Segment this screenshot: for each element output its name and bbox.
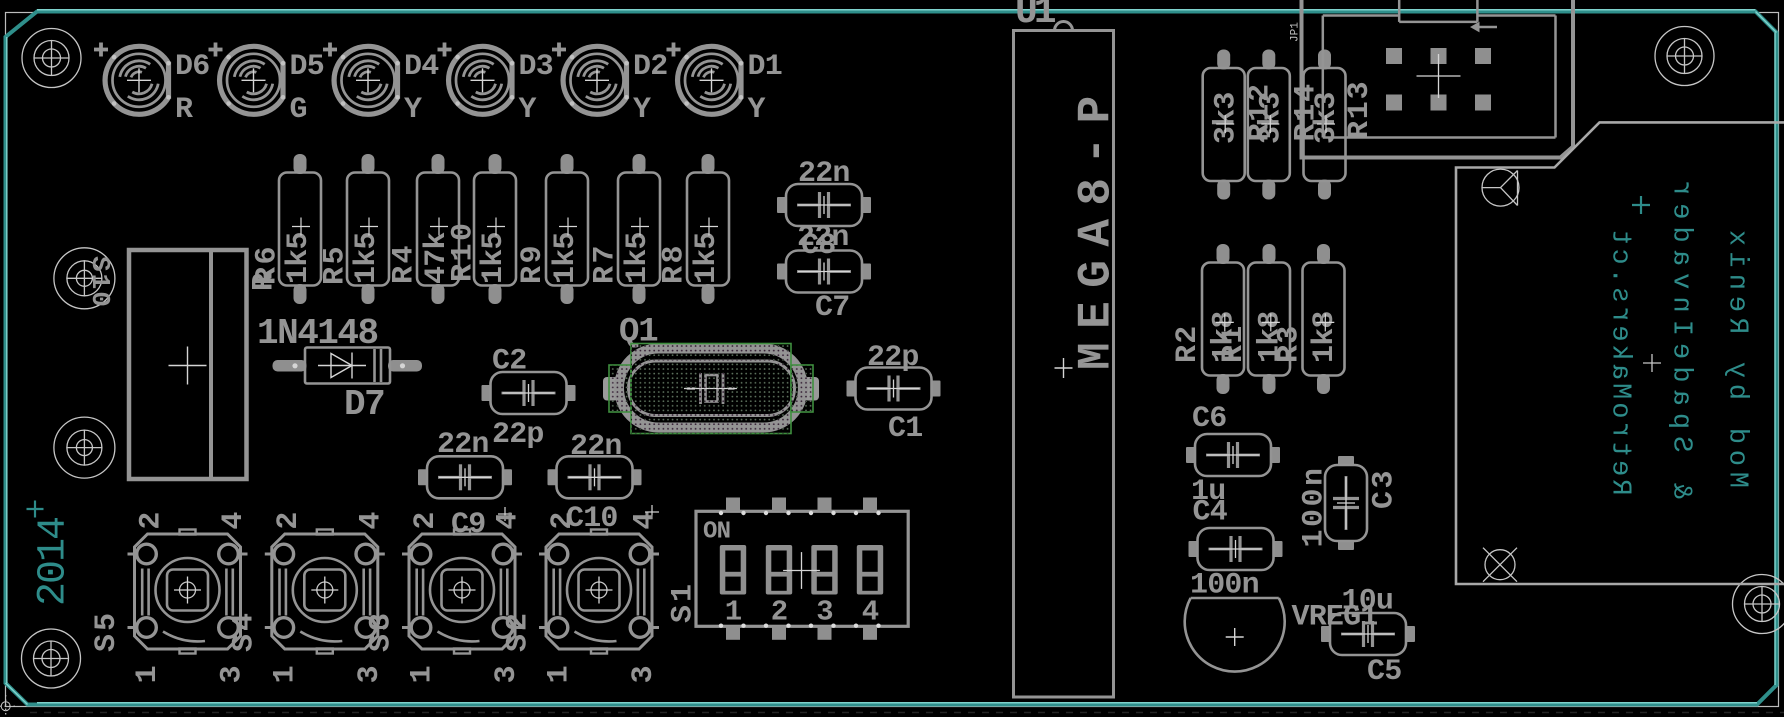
svg-text:1k5: 1k5 [350, 232, 384, 284]
svg-text:4: 4 [629, 512, 663, 530]
svg-text:3k3: 3k3 [1209, 92, 1243, 144]
svg-text:1u: 1u [1191, 475, 1225, 509]
svg-text:Mod by Renix: Mod by Renix [1721, 224, 1751, 488]
svg-text:Y: Y [404, 93, 422, 127]
svg-text:& SpadeInvader: & SpadeInvader [1665, 173, 1695, 499]
svg-text:S2: S2 [502, 610, 536, 652]
svg-text:R5: R5 [319, 244, 353, 285]
svg-text:R10: R10 [447, 220, 481, 282]
svg-text:47k: 47k [420, 232, 454, 284]
svg-text:2: 2 [546, 512, 580, 529]
svg-text:4: 4 [354, 512, 388, 530]
svg-text:D7: D7 [344, 384, 384, 425]
svg-text:1k5: 1k5 [282, 232, 316, 284]
svg-text:4: 4 [492, 512, 526, 530]
svg-text:R: R [175, 93, 193, 127]
svg-text:3: 3 [816, 596, 833, 629]
svg-text:ON: ON [703, 519, 730, 546]
svg-text:2014: 2014 [32, 518, 77, 606]
svg-text:S1: S1 [667, 581, 701, 623]
svg-text:C4: C4 [1193, 496, 1228, 530]
svg-text:3: 3 [216, 666, 250, 683]
svg-text:R: R [248, 270, 282, 291]
svg-text:C1: C1 [888, 412, 922, 446]
svg-text:4: 4 [862, 596, 879, 629]
svg-text:3k3: 3k3 [1310, 92, 1344, 144]
svg-text:1k5: 1k5 [690, 232, 724, 284]
svg-text:3: 3 [353, 666, 387, 683]
svg-text:R12: R12 [1244, 82, 1278, 141]
svg-text:Y: Y [519, 93, 537, 127]
svg-text:JP1: JP1 [1290, 22, 1302, 42]
svg-text:U1: U1 [1015, 0, 1056, 34]
svg-text:3: 3 [490, 666, 524, 683]
svg-text:2: 2 [272, 512, 306, 529]
svg-text:R13: R13 [1343, 80, 1377, 139]
svg-text:VREG1: VREG1 [1292, 601, 1378, 635]
svg-text:R8: R8 [658, 243, 692, 284]
svg-text:S4: S4 [227, 610, 261, 652]
svg-text:3k3: 3k3 [1254, 92, 1288, 144]
svg-text:C5: C5 [1367, 655, 1401, 689]
svg-text:1k5: 1k5 [477, 232, 511, 284]
svg-text:1: 1 [543, 666, 577, 683]
svg-text:R2: R2 [1171, 324, 1205, 363]
svg-text:22n: 22n [437, 428, 489, 462]
svg-text:22p: 22p [867, 341, 919, 375]
svg-text:22p: 22p [492, 418, 544, 452]
svg-text:R3: R3 [1273, 324, 1307, 363]
svg-text:S3: S3 [365, 610, 399, 652]
svg-text:1: 1 [725, 596, 742, 629]
svg-text:C9: C9 [451, 508, 485, 542]
svg-text:C6: C6 [1192, 402, 1226, 436]
svg-text:22n: 22n [570, 430, 622, 464]
svg-text:1k5: 1k5 [549, 232, 583, 284]
svg-text:G: G [290, 93, 307, 127]
svg-text:D1: D1 [748, 50, 782, 84]
svg-text:D4: D4 [404, 50, 439, 84]
svg-text:2: 2 [409, 512, 443, 529]
svg-text:R9: R9 [516, 243, 550, 284]
svg-text:R7: R7 [589, 243, 623, 284]
svg-text:22n: 22n [798, 157, 850, 191]
svg-text:D5: D5 [290, 50, 324, 84]
svg-text:22n: 22n [797, 221, 849, 255]
svg-text:4: 4 [217, 512, 251, 530]
svg-text:Y: Y [633, 93, 651, 127]
svg-text:D3: D3 [519, 50, 553, 84]
svg-text:3: 3 [627, 666, 661, 683]
svg-text:100n: 100n [1298, 465, 1332, 547]
svg-text:RetroMakers.ct: RetroMakers.ct [1605, 226, 1635, 496]
svg-text:1k5: 1k5 [621, 232, 655, 284]
svg-text:MEGA8-P: MEGA8-P [1071, 82, 1123, 370]
svg-text:1N4148: 1N4148 [257, 313, 378, 354]
svg-text:C2: C2 [492, 345, 526, 379]
svg-text:S5: S5 [90, 610, 124, 652]
svg-text:C3: C3 [1368, 468, 1402, 509]
svg-text:Y: Y [748, 93, 766, 127]
svg-text:R1: R1 [1217, 324, 1251, 363]
svg-text:1: 1 [131, 666, 165, 683]
svg-text:2: 2 [771, 596, 788, 629]
svg-text:C8: C8 [801, 229, 835, 263]
svg-text:R14: R14 [1290, 82, 1324, 141]
svg-text:2: 2 [135, 512, 169, 529]
svg-text:D2: D2 [633, 50, 667, 84]
svg-text:R4: R4 [388, 243, 422, 284]
svg-text:10u: 10u [1342, 585, 1394, 619]
svg-text:C7: C7 [815, 291, 849, 325]
svg-text:1: 1 [268, 666, 302, 683]
svg-text:R6: R6 [251, 244, 285, 285]
svg-text:S10: S10 [85, 256, 115, 309]
svg-text:1: 1 [406, 666, 440, 683]
svg-text:D6: D6 [175, 50, 209, 84]
